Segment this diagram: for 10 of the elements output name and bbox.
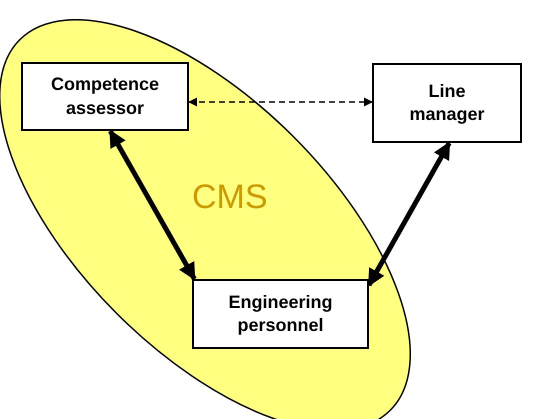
process-box	[21, 62, 189, 131]
process-box	[372, 63, 522, 143]
arrow	[366, 141, 452, 287]
box-label: Engineering personnel	[227, 290, 334, 337]
box-label: Competence assessor	[50, 73, 160, 120]
box-label: Line manager	[408, 80, 486, 126]
region-label: CMS	[192, 178, 268, 217]
process-box	[192, 279, 369, 349]
arrow	[108, 129, 197, 281]
arrow	[188, 98, 373, 106]
